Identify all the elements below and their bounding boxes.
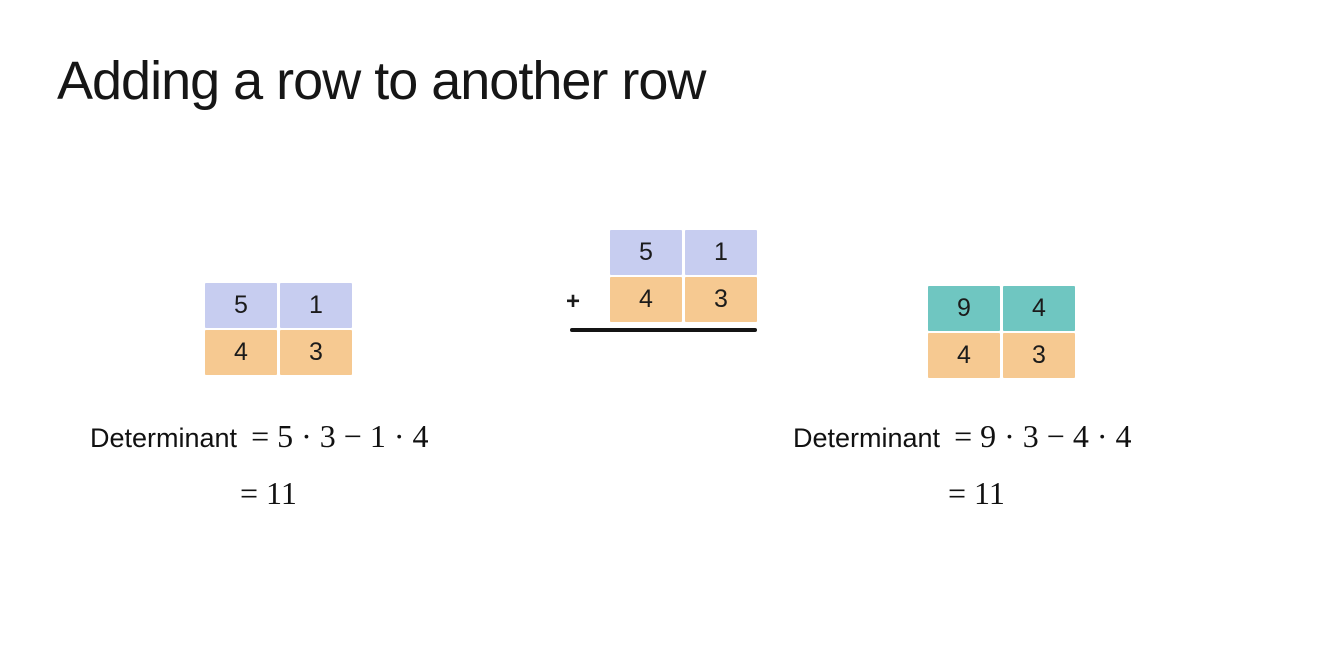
matrix-cell: 3 [280, 330, 352, 375]
slide-title: Adding a row to another row [57, 51, 706, 111]
determinant-label: Determinant [90, 423, 238, 453]
addition-sum-line [570, 328, 757, 332]
matrix-cell: 4 [1003, 286, 1075, 331]
matrix-original: 5 1 4 3 [205, 283, 352, 375]
plus-operator: + [566, 288, 581, 315]
determinant-expression: = 5 · 3 − 1 · 4 [251, 418, 429, 454]
matrix-result: 9 4 4 3 [928, 286, 1075, 378]
matrix-cell: 1 [280, 283, 352, 328]
matrix-cell: 3 [1003, 333, 1075, 378]
matrix-addition: 5 1 4 3 [610, 230, 757, 322]
matrix-cell: 4 [205, 330, 277, 375]
matrix-cell: 3 [685, 277, 757, 322]
determinant-expression: = 9 · 3 − 4 · 4 [954, 418, 1132, 454]
matrix-cell: 5 [205, 283, 277, 328]
determinant-block-original: Determinant = 5 · 3 − 1 · 4 = 11 [90, 418, 428, 512]
determinant-result: = 11 [948, 475, 1005, 511]
determinant-equation: Determinant = 9 · 3 − 4 · 4 [793, 418, 1131, 458]
determinant-label: Determinant [793, 423, 941, 453]
determinant-result: = 11 [240, 475, 297, 511]
matrix-cell: 5 [610, 230, 682, 275]
determinant-equation: Determinant = 5 · 3 − 1 · 4 [90, 418, 428, 458]
matrix-cell: 4 [610, 277, 682, 322]
matrix-cell: 9 [928, 286, 1000, 331]
determinant-block-result: Determinant = 9 · 3 − 4 · 4 = 11 [793, 418, 1131, 512]
matrix-cell: 1 [685, 230, 757, 275]
matrix-cell: 4 [928, 333, 1000, 378]
